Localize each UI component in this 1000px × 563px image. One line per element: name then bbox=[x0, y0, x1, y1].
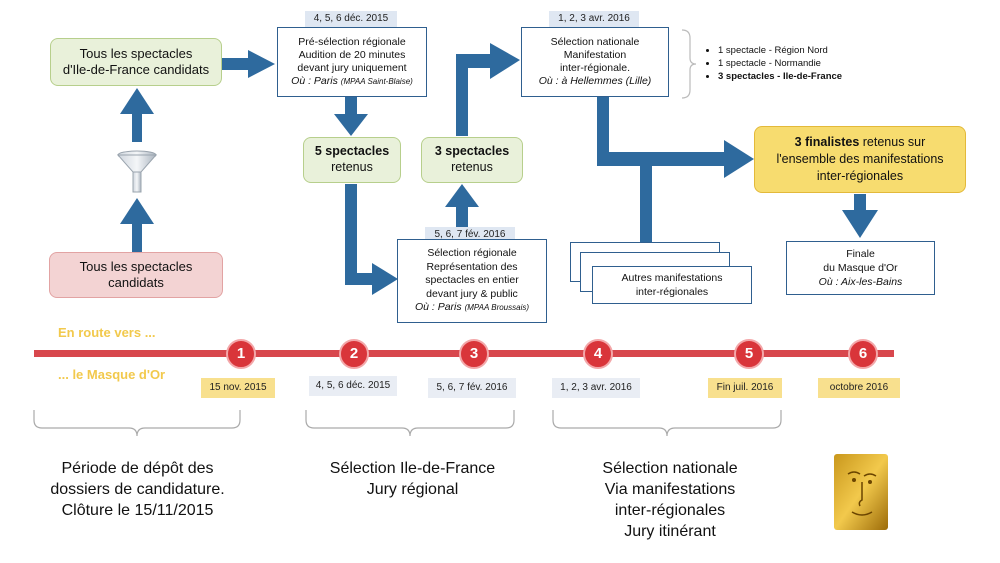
preselection-line3: devant jury uniquement bbox=[297, 62, 407, 74]
preselection-where-detail: (MPAA Saint-Blaise) bbox=[340, 77, 413, 86]
preselection-line1: Pré-sélection régionale bbox=[298, 36, 406, 48]
phase-1-line1: Période de dépôt des bbox=[61, 460, 214, 477]
regional-line1: Sélection régionale bbox=[427, 247, 517, 260]
finalists-line3: inter-régionales bbox=[816, 169, 904, 183]
five-retained-rest: retenus bbox=[331, 160, 373, 174]
timeline-date-2: 4, 5, 6 déc. 2015 bbox=[309, 376, 397, 396]
regional-line3: spectacles en entier bbox=[425, 274, 519, 287]
phase-1-line2: dossiers de candidature. bbox=[50, 481, 225, 498]
timeline-step-5: 5 bbox=[734, 339, 764, 369]
final-where: Où : Aix-les-Bains bbox=[818, 276, 903, 288]
five-retained-bold: 5 spectacles bbox=[314, 144, 390, 159]
regional-line2: Représentation des bbox=[426, 260, 518, 273]
national-date: 1, 2, 3 avr. 2016 bbox=[549, 11, 639, 27]
phase-2-text: Sélection Ile-de-France Jury régional bbox=[300, 458, 525, 500]
three-retained-box: 3 spectacles retenus bbox=[421, 137, 523, 183]
national-line1: Sélection nationale bbox=[550, 36, 640, 48]
timeline-step-2: 2 bbox=[339, 339, 369, 369]
other-events-line1: Autres manifestations bbox=[621, 272, 723, 284]
list-item: 3 spectacles - Ile-de-France bbox=[718, 70, 898, 83]
golden-mask-icon bbox=[834, 454, 888, 530]
preselection-line2: Audition de 20 minutes bbox=[298, 49, 406, 61]
three-retained-bold: 3 spectacles bbox=[434, 144, 510, 159]
phase-2-line2: Jury régional bbox=[366, 481, 459, 498]
final-box: Finale du Masque d'Or Où : Aix-les-Bains bbox=[786, 241, 935, 295]
national-line2: Manifestation bbox=[563, 49, 627, 61]
all-candidates-box: Tous les spectacles candidats bbox=[49, 252, 223, 298]
finalists-box: 3 finalistes retenus sur l'ensemble des … bbox=[754, 126, 966, 193]
timeline-step-4: 4 bbox=[583, 339, 613, 369]
final-line2: du Masque d'Or bbox=[823, 262, 898, 274]
list-item: 1 spectacle - Région Nord bbox=[718, 44, 898, 57]
preselection-box: Pré-sélection régionale Audition de 20 m… bbox=[277, 27, 427, 97]
phase-2-line1: Sélection Ile-de-France bbox=[329, 460, 496, 477]
route-label-2: ... le Masque d'Or bbox=[58, 367, 166, 382]
phase-3-text: Sélection nationale Via manifestations i… bbox=[555, 458, 785, 542]
idf-candidates-box: Tous les spectacles d'Ile-de-France cand… bbox=[50, 38, 222, 86]
timeline-date-4: 1, 2, 3 avr. 2016 bbox=[552, 378, 640, 398]
idf-candidates-line1: Tous les spectacles bbox=[79, 45, 193, 61]
national-results-list: 1 spectacle - Région Nord 1 spectacle - … bbox=[704, 44, 898, 83]
national-box: Sélection nationale Manifestation inter-… bbox=[521, 27, 669, 97]
preselection-date: 4, 5, 6 déc. 2015 bbox=[305, 11, 397, 27]
regional-box: Sélection régionale Représentation des s… bbox=[397, 239, 547, 323]
all-candidates-line1: Tous les spectacles bbox=[79, 258, 193, 274]
timeline-date-5: Fin juil. 2016 bbox=[708, 378, 782, 398]
phase-3-line2: Via manifestations bbox=[604, 481, 736, 498]
finalists-line2: l'ensemble des manifestations bbox=[776, 152, 944, 166]
phase-3-line1: Sélection nationale bbox=[602, 460, 738, 477]
phase-1-line3: Clôture le 15/11/2015 bbox=[61, 502, 214, 519]
final-line1: Finale bbox=[846, 248, 875, 260]
funnel-icon bbox=[116, 150, 158, 193]
regional-line4: devant jury & public bbox=[426, 287, 518, 300]
route-label-1: En route vers ... bbox=[58, 325, 156, 340]
timeline-step-3: 3 bbox=[459, 339, 489, 369]
regional-where: Où : Paris bbox=[414, 301, 462, 314]
idf-candidates-line2: d'Ile-de-France candidats bbox=[62, 62, 210, 77]
all-candidates-line2: candidats bbox=[108, 275, 164, 290]
phase-3-line3: inter-régionales bbox=[614, 502, 726, 519]
timeline-step-6: 6 bbox=[848, 339, 878, 369]
national-where: Où : à Hellemmes (Lille) bbox=[538, 75, 652, 87]
finalists-rest: retenus sur bbox=[859, 135, 926, 149]
phase-1-text: Période de dépôt des dossiers de candida… bbox=[20, 458, 255, 521]
three-retained-rest: retenus bbox=[451, 160, 493, 174]
preselection-where: Où : Paris bbox=[291, 75, 338, 87]
other-events-line2: inter-régionales bbox=[635, 286, 709, 298]
other-events-box: Autres manifestations inter-régionales bbox=[592, 266, 752, 304]
list-item: 1 spectacle - Normandie bbox=[718, 57, 898, 70]
national-line3: inter-régionale. bbox=[559, 62, 631, 74]
timeline-date-6: octobre 2016 bbox=[818, 378, 900, 398]
phase-3-line4: Jury itinérant bbox=[624, 523, 716, 540]
timeline-step-1: 1 bbox=[226, 339, 256, 369]
timeline-date-3: 5, 6, 7 fév. 2016 bbox=[428, 378, 516, 398]
timeline-date-1: 15 nov. 2015 bbox=[201, 378, 275, 398]
regional-where-detail: (MPAA Broussais) bbox=[464, 303, 530, 313]
finalists-bold: 3 finalistes bbox=[794, 135, 860, 149]
five-retained-box: 5 spectacles retenus bbox=[303, 137, 401, 183]
